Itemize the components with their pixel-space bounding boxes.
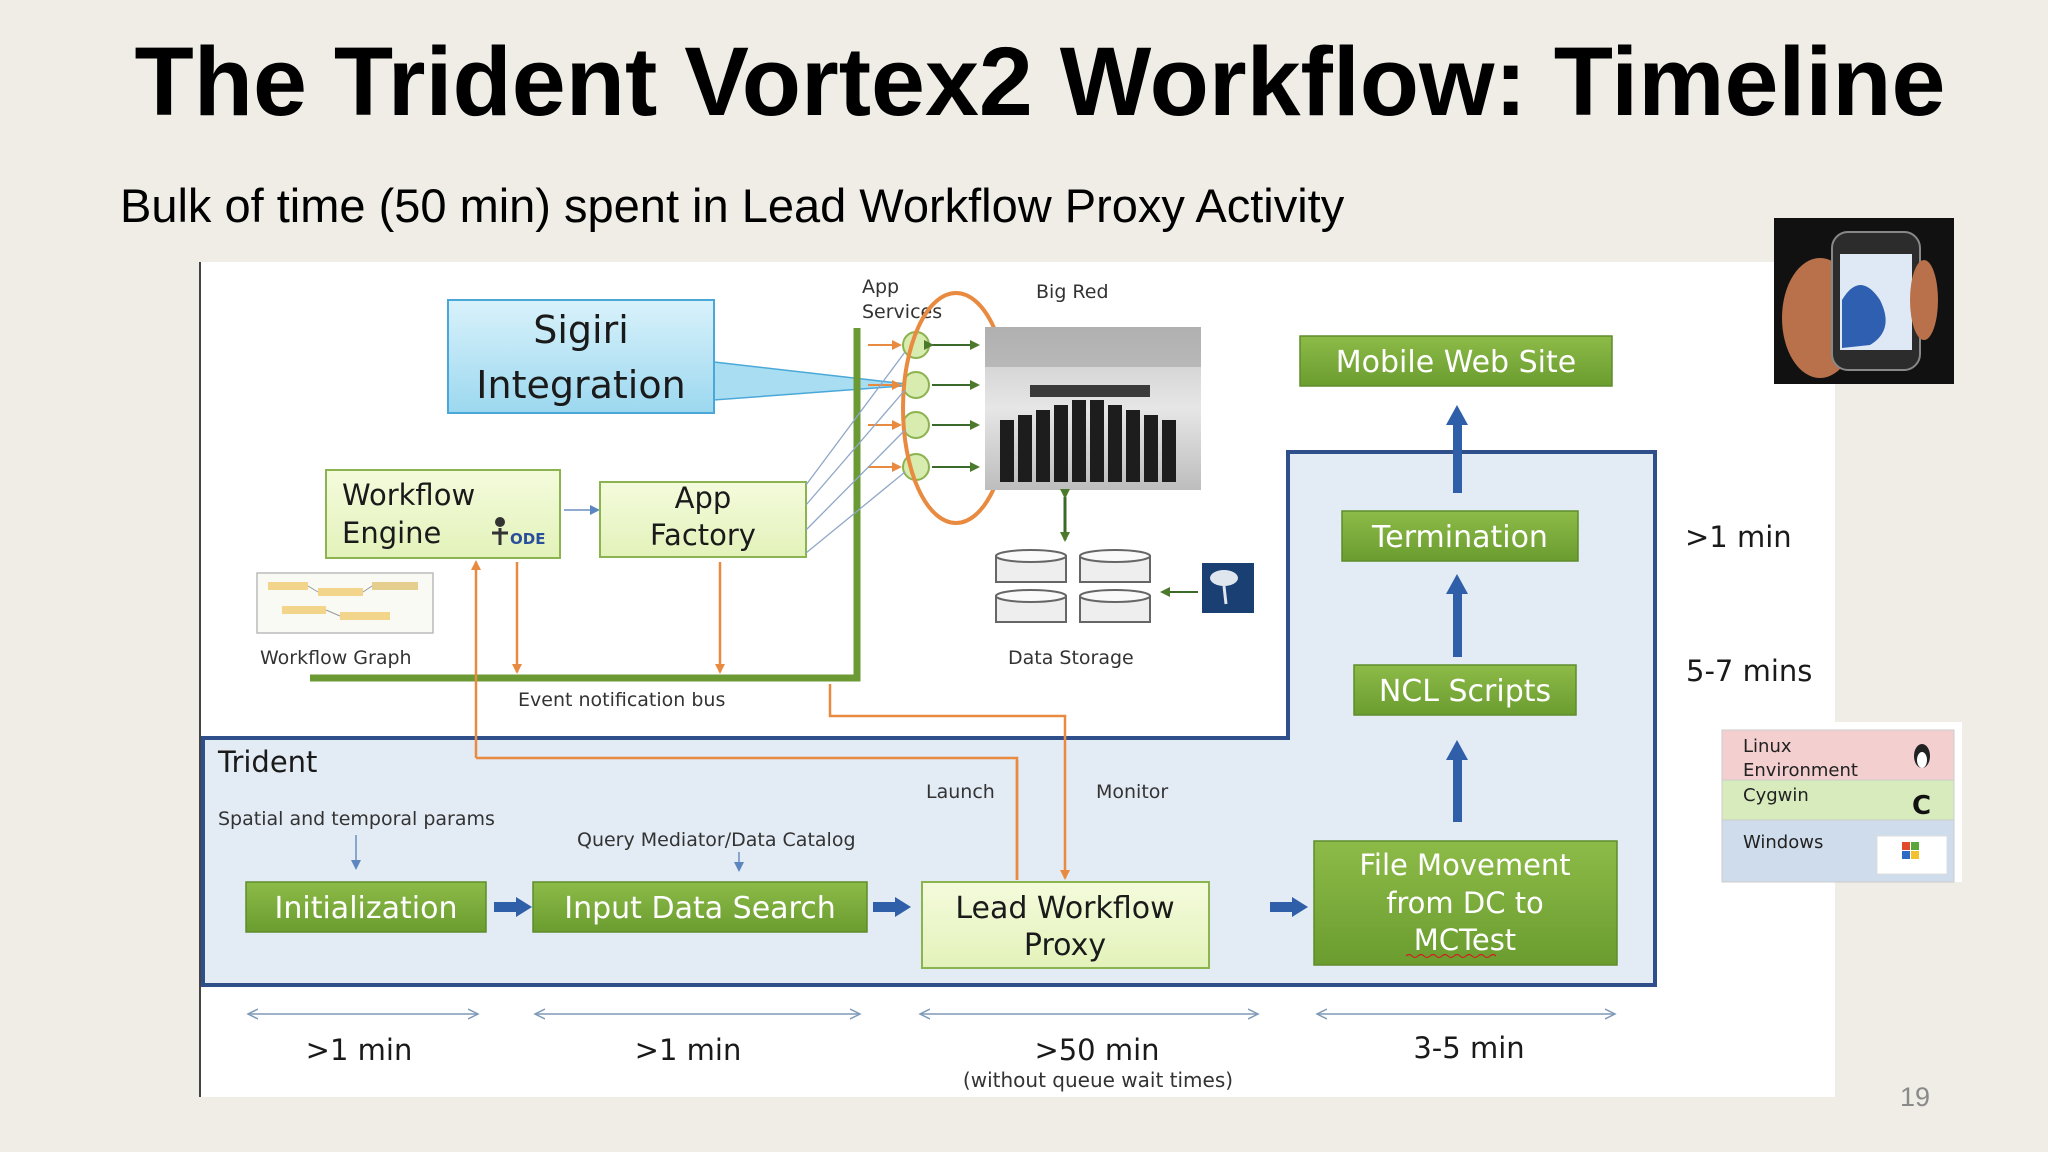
launch-label: Launch — [926, 781, 995, 803]
sigiri-label-1: Sigiri — [533, 308, 629, 352]
trident-label: Trident — [217, 745, 317, 779]
lead-workflow-proxy-label-2: Proxy — [1024, 928, 1106, 963]
mobile-web-site-label: Mobile Web Site — [1336, 345, 1576, 380]
ncl-scripts-box: NCL Scripts — [1353, 664, 1577, 716]
workflow-graph-thumbnail — [256, 572, 434, 634]
big-red-image — [985, 327, 1201, 490]
event-bus-label: Event notification bus — [518, 689, 725, 711]
app-factory-connector-lines — [805, 351, 906, 554]
upward-arrows — [1446, 405, 1468, 822]
initialization-label: Initialization — [275, 891, 458, 926]
env-windows-label: Windows — [1743, 832, 1823, 853]
timeline-input-data-search: >1 min — [635, 1033, 742, 1067]
environments-panel: Linux Environment Cygwin Windows C — [1721, 722, 1962, 883]
slide-title: The Trident Vortex2 Workflow: Timeline — [134, 27, 1946, 136]
mobile-web-site-box: Mobile Web Site — [1299, 335, 1613, 387]
step-arrows — [494, 897, 1308, 917]
file-movement-box: File Movement from DC to MCTest — [1313, 840, 1618, 966]
app-services-label-1: App — [862, 276, 899, 298]
satellite-dish-icon — [1202, 563, 1254, 613]
timeline-file-movement: 3-5 min — [1413, 1031, 1524, 1065]
spatial-params-label: Spatial and temporal params — [218, 808, 495, 830]
timeline-lead-workflow-proxy: >50 min — [1034, 1033, 1159, 1067]
workflow-graph-label: Workflow Graph — [260, 647, 412, 669]
timeline-initialization: >1 min — [306, 1033, 413, 1067]
env-linux-label-2: Environment — [1743, 760, 1858, 781]
termination-label: Termination — [1371, 520, 1548, 555]
timeline-note: (without queue wait times) — [963, 1068, 1233, 1092]
file-movement-label-2: from DC to — [1386, 886, 1544, 920]
side-time-ncl-scripts: 5-7 mins — [1686, 654, 1812, 688]
slide-number: 19 — [1899, 1082, 1931, 1112]
env-linux-label-1: Linux — [1743, 736, 1792, 757]
monitor-label: Monitor — [1096, 781, 1168, 803]
file-movement-label-1: File Movement — [1359, 848, 1570, 882]
sigiri-integration-callout: Sigiri Integration — [447, 299, 916, 414]
input-data-search-label: Input Data Search — [564, 891, 835, 926]
trident-region — [201, 450, 1657, 987]
ode-logo: ODE — [510, 530, 545, 548]
data-storage-label: Data Storage — [1008, 647, 1134, 669]
sigiri-label-2: Integration — [476, 363, 685, 407]
orange-event-lines — [471, 560, 1070, 880]
side-time-termination: >1 min — [1685, 520, 1792, 554]
app-factory-box: App Factory — [599, 481, 807, 558]
env-cygwin-label: Cygwin — [1743, 785, 1809, 806]
app-services-label-2: Services — [862, 301, 942, 323]
event-bus-line — [310, 328, 861, 682]
query-mediator-label: Query Mediator/Data Catalog — [577, 829, 856, 851]
input-data-search-box: Input Data Search — [532, 881, 868, 933]
workflow-engine-box: Workflow Engine ODE — [325, 469, 561, 559]
app-factory-label-2: Factory — [650, 518, 756, 552]
big-red-label: Big Red — [1036, 281, 1109, 303]
workflow-engine-label-2: Engine — [342, 516, 441, 550]
lead-workflow-proxy-label-1: Lead Workflow — [955, 891, 1174, 926]
app-factory-label-1: App — [675, 481, 732, 515]
ncl-scripts-label: NCL Scripts — [1379, 674, 1551, 709]
service-node — [902, 411, 930, 439]
phone-image — [1774, 218, 1954, 384]
workflow-engine-label-1: Workflow — [342, 478, 475, 512]
file-movement-label-3: MCTest — [1414, 923, 1516, 957]
initialization-box: Initialization — [245, 881, 487, 933]
data-storage-icon — [995, 549, 1151, 623]
lead-workflow-proxy-box: Lead Workflow Proxy — [921, 881, 1210, 969]
slide-subtitle: Bulk of time (50 min) spent in Lead Work… — [120, 179, 1345, 232]
cygwin-icon: C — [1912, 791, 1931, 821]
termination-box: Termination — [1341, 510, 1579, 562]
